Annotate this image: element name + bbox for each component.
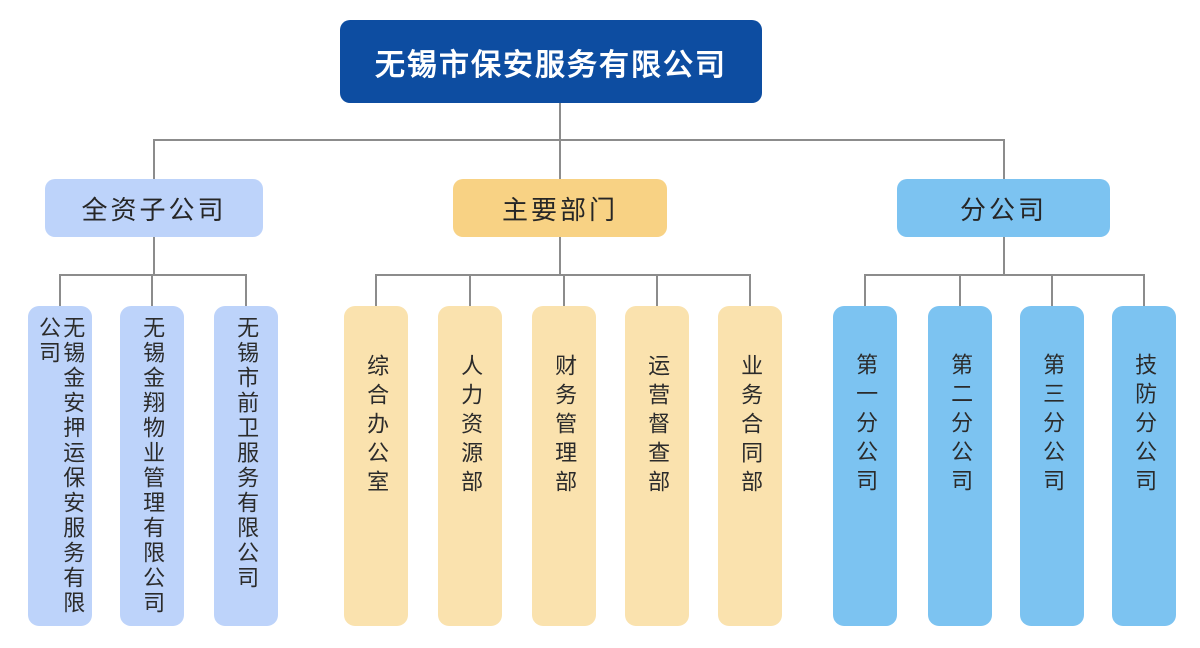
child-node-subsidiary-1: 无锡金安押运保安服务有限公司: [28, 306, 92, 626]
connector-g3-stub: [864, 276, 866, 306]
child-label: 第一分公司: [853, 353, 879, 498]
child-label: 业务合同部: [738, 354, 764, 499]
child-label: 财务管理部: [552, 354, 578, 499]
child-node-department-1: 综合办公室: [344, 306, 408, 626]
connector-g1-rail: [59, 274, 247, 276]
connector-g3-stub: [1051, 276, 1053, 306]
connector-g1-stub: [245, 276, 247, 306]
child-node-department-2: 人力资源部: [438, 306, 502, 626]
root-node: 无锡市保安服务有限公司: [340, 20, 762, 103]
connector-g3-stem: [1003, 237, 1005, 274]
connector-stub-subsidiaries: [153, 141, 155, 179]
child-node-subsidiary-3: 无锡市前卫服务有限公司: [214, 306, 278, 626]
connector-g2-stem: [559, 237, 561, 274]
connector-g1-stub: [151, 276, 153, 306]
child-label: 第三分公司: [1040, 353, 1066, 498]
group-label: 主要部门: [501, 194, 618, 225]
connector-g2-stub: [749, 276, 751, 306]
child-node-department-5: 业务合同部: [718, 306, 782, 626]
child-node-department-3: 财务管理部: [532, 306, 596, 626]
connector-stub-branches: [1003, 141, 1005, 179]
connector-level1-rail: [153, 139, 1005, 141]
group-header-branches: 分公司: [897, 179, 1110, 237]
child-node-branch-4: 技防分公司: [1112, 306, 1176, 626]
child-label: 技防分公司: [1132, 353, 1158, 498]
child-label: 无锡金安押运保安服务有限公司: [36, 316, 86, 616]
connector-g3-rail: [864, 274, 1145, 276]
connector-g2-stub: [375, 276, 377, 306]
child-node-branch-2: 第二分公司: [928, 306, 992, 626]
group-label: 分公司: [959, 194, 1047, 225]
child-node-department-4: 运营督查部: [625, 306, 689, 626]
connector-g2-stub: [469, 276, 471, 306]
child-label: 运营督查部: [645, 354, 671, 499]
connector-g3-stub: [1143, 276, 1145, 306]
company-title: 无锡市保安服务有限公司: [375, 48, 727, 82]
connector-g2-stub: [563, 276, 565, 306]
group-header-subsidiaries: 全资子公司: [45, 179, 263, 237]
group-header-departments: 主要部门: [453, 179, 667, 237]
connector-g1-stub: [59, 276, 61, 306]
connector-root-stem: [559, 103, 561, 139]
child-node-branch-1: 第一分公司: [833, 306, 897, 626]
child-label: 第二分公司: [948, 353, 974, 498]
child-node-subsidiary-2: 无锡金翔物业管理有限公司: [120, 306, 184, 626]
child-label: 综合办公室: [364, 354, 390, 499]
child-node-branch-3: 第三分公司: [1020, 306, 1084, 626]
connector-g1-stem: [153, 237, 155, 274]
connector-g3-stub: [959, 276, 961, 306]
connector-g2-rail: [375, 274, 751, 276]
group-label: 全资子公司: [81, 194, 227, 225]
child-label: 无锡市前卫服务有限公司: [234, 316, 260, 591]
connector-stub-departments: [559, 141, 561, 179]
child-label: 无锡金翔物业管理有限公司: [140, 316, 166, 616]
connector-g2-stub: [656, 276, 658, 306]
child-label: 人力资源部: [458, 354, 484, 499]
